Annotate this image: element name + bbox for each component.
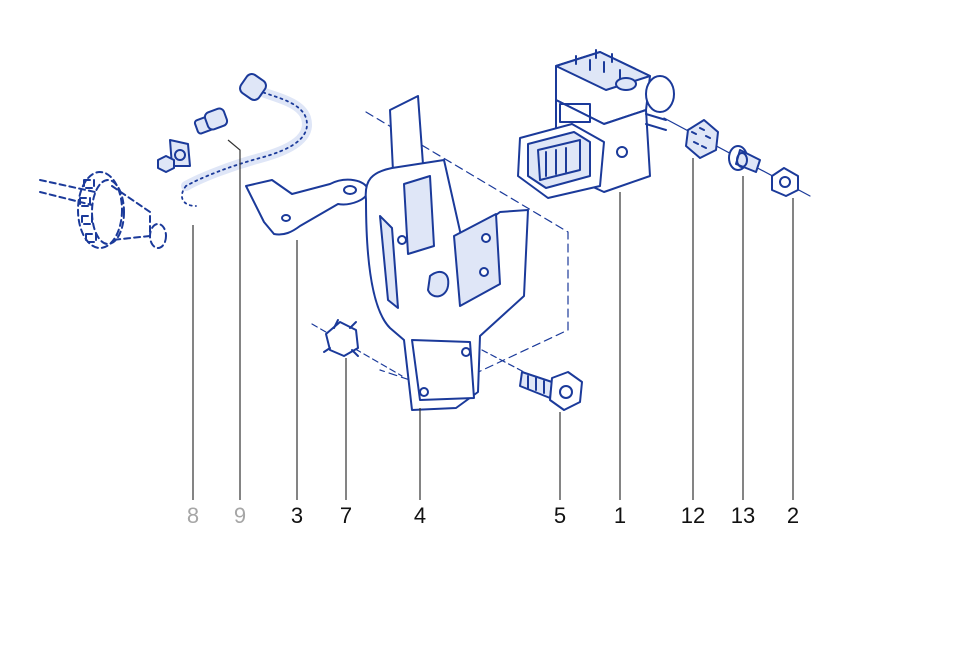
bracket-part-3: [245, 178, 369, 236]
leader-lines: [192, 139, 794, 500]
callout-label-9: 9: [234, 503, 246, 528]
clip-nut-part-7: [311, 319, 403, 377]
callout-label-13: 13: [731, 503, 755, 528]
nut-part-2: [771, 167, 799, 197]
washer-screw-part-13: [728, 145, 761, 173]
hex-bolt-part-5: [481, 349, 583, 411]
wheel-hub-reference: [39, 171, 167, 249]
callout-label-4: 4: [414, 503, 426, 528]
bolt-part-9: [193, 107, 229, 135]
rubber-bush-part-12: [685, 119, 719, 159]
callout-label-7: 7: [340, 503, 352, 528]
callout-label-1: 1: [614, 503, 626, 528]
mounting-bracket-part-4: [364, 95, 569, 411]
leader-line-9: [227, 139, 241, 500]
callout-label-5: 5: [554, 503, 566, 528]
callout-label-12: 12: [681, 503, 705, 528]
abs-hydraulic-unit-part-1: [517, 49, 675, 199]
callout-label-2: 2: [787, 503, 799, 528]
callout-labels: 8 9 3 7 4 5 1 12 13 2: [187, 503, 799, 528]
callout-label-3: 3: [291, 503, 303, 528]
sensor-cable-part-8: [157, 73, 312, 207]
callout-label-8: 8: [187, 503, 199, 528]
